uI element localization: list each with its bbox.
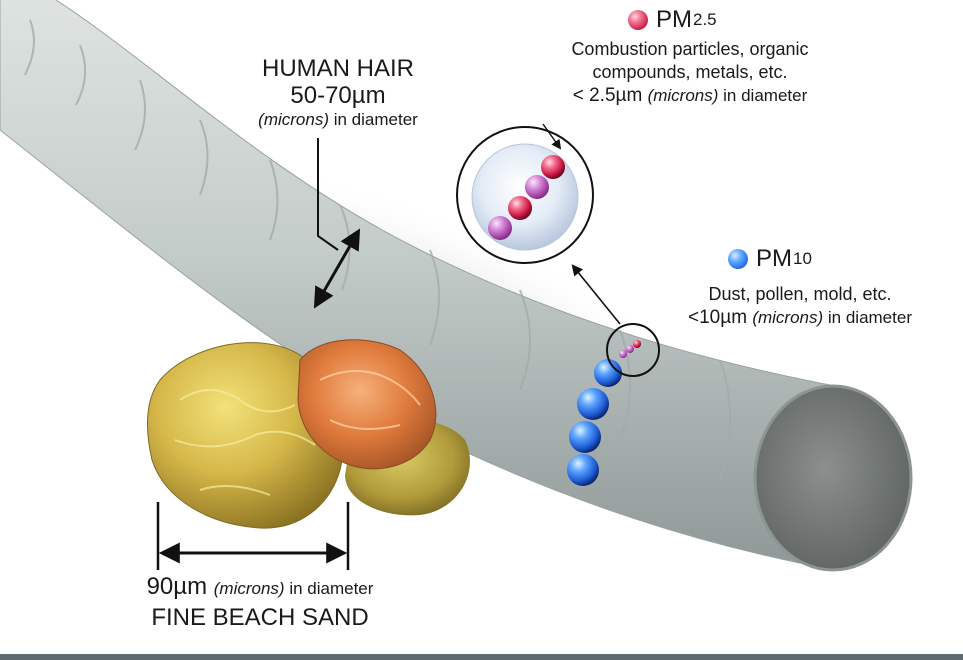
pm10-size-line: <10µm (microns) in diameter [650,306,950,330]
pm10-description: Dust, pollen, mold, etc. <10µm (microns)… [650,283,950,330]
pm25-desc-line1: Combustion particles, organic [520,38,860,61]
sand-size: 90µm [147,573,214,600]
pm10-size: <10µm [688,307,752,328]
pm25-desc-line2: compounds, metals, etc. [520,61,860,84]
sand-title: FINE BEACH SAND [110,605,410,632]
pm25-heading: PM 2.5 [628,6,717,34]
pm25-dot-icon [628,10,648,30]
pm10-subscript: 10 [793,249,812,269]
sand-label: 90µm (microns) in diameter FINE BEACH SA… [110,574,410,632]
pm10-name: PM [756,245,792,273]
pm25-name: PM [656,6,692,34]
pm25-size: < 2.5µm [573,85,648,106]
human-hair-title: HUMAN HAIR [218,56,458,83]
pm10-dot-icon [728,249,748,269]
human-hair-units: (microns) in diameter [218,110,458,129]
human-hair-label: HUMAN HAIR 50-70µm (microns) in diameter [218,56,458,129]
pm25-description: Combustion particles, organic compounds,… [520,38,860,108]
pm10-desc-line1: Dust, pollen, mold, etc. [650,283,950,306]
pm25-size-line: < 2.5µm (microns) in diameter [520,84,860,108]
sand-size-line: 90µm (microns) in diameter [110,574,410,601]
pm25-subscript: 2.5 [693,10,717,30]
bottom-edge-bar [0,654,963,660]
hair-cut-end [755,386,911,570]
human-hair-size: 50-70µm [218,83,458,110]
pm10-heading: PM 10 [728,245,812,273]
